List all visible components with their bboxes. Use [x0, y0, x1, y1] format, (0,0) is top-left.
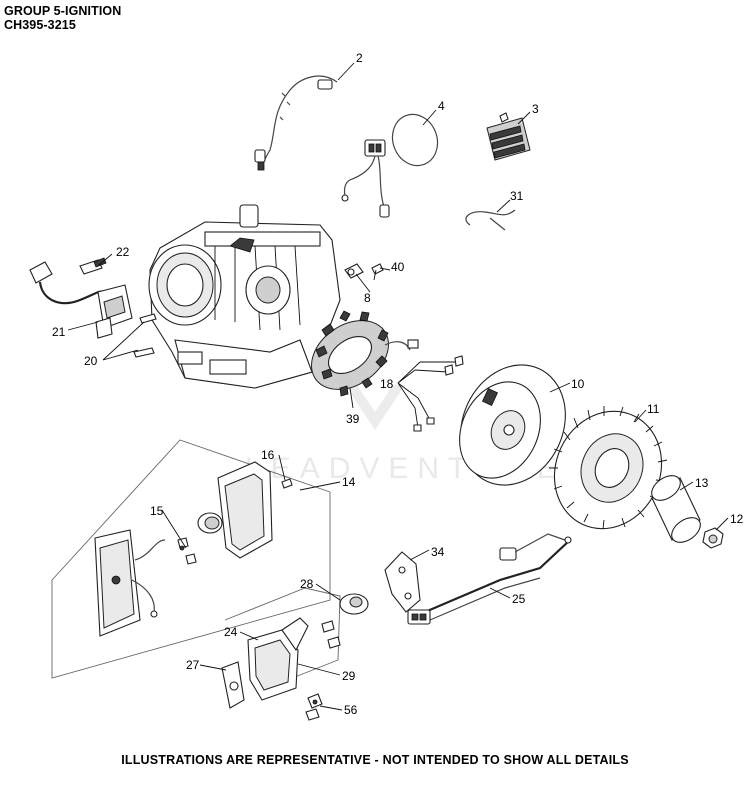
callout-13: 13 [695, 476, 709, 490]
callout-56: 56 [344, 703, 358, 717]
callout-25: 25 [512, 592, 526, 606]
part-10-flywheel[interactable] [441, 348, 584, 503]
part-13-fan-cup[interactable] [647, 471, 705, 548]
part-40-screw[interactable] [371, 263, 384, 281]
part-29-kit-frame [224, 587, 341, 691]
callout-11: 11 [647, 402, 660, 416]
callout-labels: 2 4 3 31 40 8 22 21 20 18 39 10 11 16 14… [52, 51, 744, 717]
part-14-control-panel[interactable] [94, 529, 166, 637]
part-18-screws[interactable] [413, 355, 464, 432]
part-15-key-switch[interactable] [177, 512, 223, 565]
part-34-bracket[interactable] [384, 551, 421, 613]
part-14-control-box-cover[interactable] [217, 461, 273, 559]
leader-lines [67, 62, 729, 711]
callout-31: 31 [510, 189, 524, 203]
part-24-switch-cover[interactable] [247, 617, 309, 701]
callout-16: 16 [261, 448, 275, 462]
callout-8: 8 [364, 291, 371, 305]
callout-3: 3 [532, 102, 539, 116]
part-2-wire-lead[interactable] [254, 75, 338, 171]
part-4-kill-wire[interactable] [341, 108, 445, 218]
part-3-rectifier-regulator[interactable] [486, 112, 531, 161]
part-8-clip[interactable] [344, 263, 364, 279]
part-21-ignition-module[interactable] [95, 284, 133, 339]
part-12-flywheel-nut[interactable] [702, 527, 724, 549]
part-39-stator[interactable] [298, 306, 419, 403]
callout-29: 29 [342, 669, 356, 683]
callout-40: 40 [391, 260, 405, 274]
part-14-kit-frame [51, 439, 331, 679]
part-11-cooling-fan[interactable] [536, 394, 681, 547]
callout-15: 15 [150, 504, 164, 518]
callout-18: 18 [380, 377, 394, 391]
diagram-model-number: CH395-3215 [4, 18, 76, 32]
disclaimer-footer: ILLUSTRATIONS ARE REPRESENTATIVE - NOT I… [121, 753, 629, 767]
part-25-wiring-harness[interactable] [407, 533, 572, 625]
part-22-spark-plug-cap[interactable] [29, 257, 107, 305]
callout-20: 20 [84, 354, 98, 368]
callout-34: 34 [431, 545, 445, 559]
part-31-cable-tie[interactable] [465, 209, 516, 231]
part-20-bolts[interactable] [133, 313, 157, 358]
part-27-gasket[interactable] [221, 661, 245, 709]
callout-12: 12 [730, 512, 744, 526]
callout-4: 4 [438, 99, 445, 113]
diagram-group-title: GROUP 5-IGNITION [4, 4, 122, 18]
callout-27: 27 [186, 658, 200, 672]
callout-28: 28 [300, 577, 314, 591]
callout-24: 24 [224, 625, 238, 639]
callout-39: 39 [346, 412, 360, 426]
part-16-screw[interactable] [281, 478, 293, 489]
callout-14: 14 [342, 475, 356, 489]
callout-22: 22 [116, 245, 130, 259]
part-28-switch-assembly[interactable] [321, 593, 369, 649]
part-56-key[interactable] [305, 693, 323, 721]
callout-2: 2 [356, 51, 363, 65]
callout-10: 10 [571, 377, 585, 391]
crankcase-assembly [148, 204, 341, 389]
callout-21: 21 [52, 325, 66, 339]
